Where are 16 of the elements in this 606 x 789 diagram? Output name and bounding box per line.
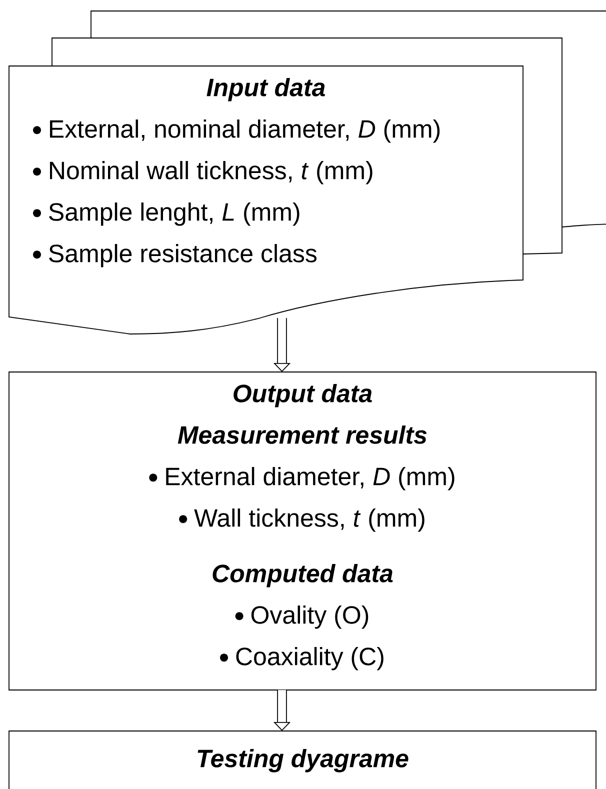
heading: Measurement results xyxy=(178,426,427,444)
heading: Input data xyxy=(206,78,325,102)
list-item: External diameter, D (mm) xyxy=(166,467,454,490)
list-item: Ovality (O) xyxy=(251,606,368,629)
list-item: Nominal wall tickness, t (mm) xyxy=(50,161,372,184)
process-box xyxy=(8,730,596,789)
heading: Output data xyxy=(234,384,372,408)
list-item: Sample resistance class xyxy=(49,244,317,268)
heading: Computed data xyxy=(212,564,393,588)
heading: Testing dyagrame xyxy=(198,749,408,772)
list-item: Wall tickness, t (mm) xyxy=(194,508,424,532)
list-item: Sample lenght, L (mm) xyxy=(49,202,300,226)
document-shape xyxy=(8,10,606,334)
process-box xyxy=(8,372,596,690)
list-item: Coaxiality (C) xyxy=(236,647,384,670)
list-item: External, nominal diameter, D (mm) xyxy=(50,120,440,143)
